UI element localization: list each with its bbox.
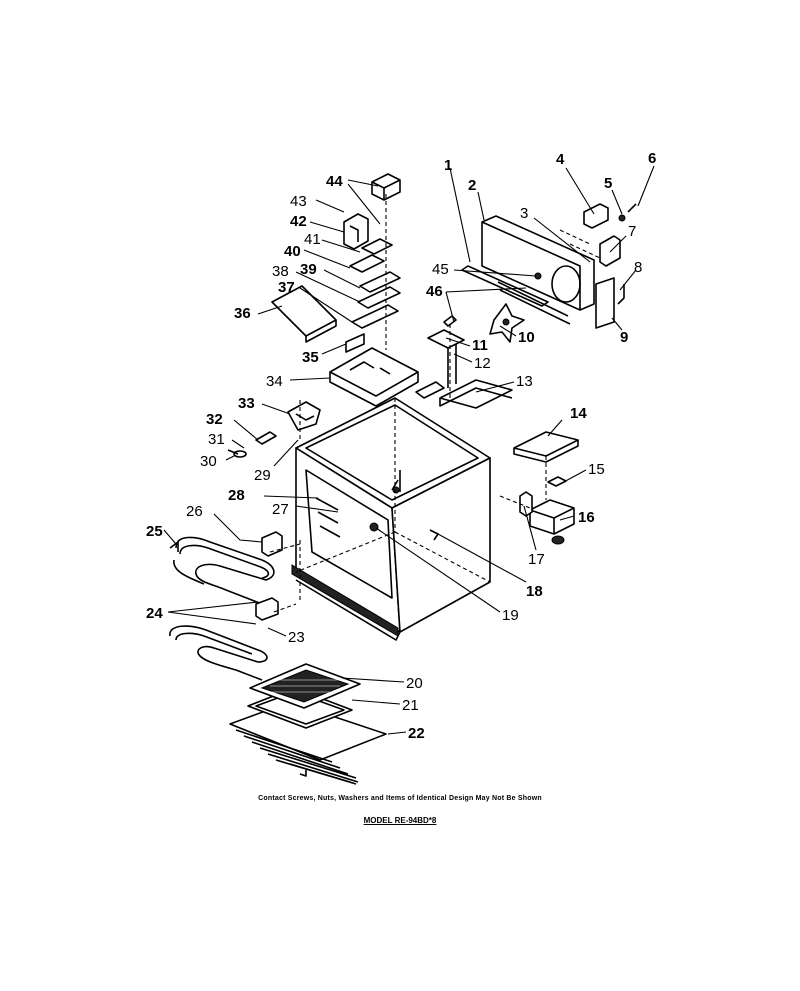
callout-28: 28 [228,487,245,504]
callout-6: 6 [648,150,656,167]
callout-13: 13 [516,373,533,390]
callout-32: 32 [206,411,223,428]
callout-10: 10 [518,329,535,346]
callout-23: 23 [288,629,305,646]
callout-44: 44 [326,173,343,190]
callout-36: 36 [234,305,251,322]
callout-39: 39 [300,261,317,278]
oven-cavity [291,397,491,641]
callout-38: 38 [272,263,289,280]
callout-4: 4 [556,151,565,168]
heating-elements [169,531,301,681]
callout-22: 22 [408,725,425,742]
callout-40: 40 [284,243,301,260]
callout-2: 2 [468,177,476,194]
callout-20: 20 [406,675,423,692]
callout-8: 8 [634,259,642,276]
side-components [499,431,579,545]
callout-3: 3 [520,205,528,222]
callout-24: 24 [146,605,163,622]
callout-34: 34 [266,373,283,390]
callout-42: 42 [290,213,307,230]
callout-15: 15 [588,461,605,478]
footer-note: Contact Screws, Nuts, Washers and Items … [258,795,542,802]
callout-29: 29 [254,467,271,484]
callout-45: 45 [432,261,449,278]
callout-46: 46 [426,283,443,300]
callout-25: 25 [146,523,163,540]
callout-30: 30 [200,453,217,470]
callout-5: 5 [604,175,612,192]
callout-35: 35 [302,349,319,366]
callout-11: 11 [472,337,488,354]
callout-41: 41 [304,231,321,248]
broil-pan-and-rack [229,663,387,785]
callout-12: 12 [474,355,491,372]
model-number: MODEL RE-94BD*8 [363,816,437,825]
callout-7: 7 [628,223,636,240]
callout-14: 14 [570,405,587,422]
callout-31: 31 [208,431,225,448]
callout-21: 21 [402,697,419,714]
callout-9: 9 [620,329,628,346]
callout-19: 19 [502,607,519,624]
top-bracket-stack [227,173,419,458]
callout-labels: 1 2 3 4 5 6 7 8 9 10 11 12 13 14 15 16 1… [146,150,656,742]
callout-16: 16 [578,509,595,526]
callout-37: 37 [278,279,295,296]
callout-43: 43 [290,193,307,210]
callout-1: 1 [444,157,452,174]
leader-lines [163,165,655,735]
callout-17: 17 [528,551,545,568]
callout-26: 26 [186,503,203,520]
callout-27: 27 [272,501,289,518]
callout-18: 18 [526,583,543,600]
callout-33: 33 [238,395,255,412]
